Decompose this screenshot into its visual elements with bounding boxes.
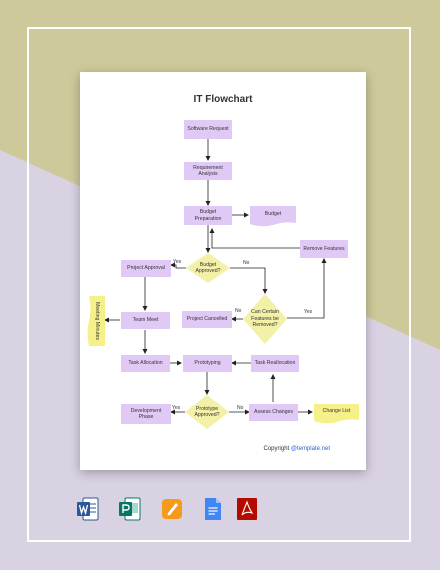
- word-icon[interactable]: [77, 496, 99, 522]
- note-change-list: Change List: [322, 408, 351, 415]
- decision-budget-approved-shape: [186, 253, 230, 283]
- note-change-list-shape: [314, 404, 359, 424]
- label-budget-no: No: [243, 260, 250, 266]
- copyright-link[interactable]: @template.net: [290, 446, 330, 452]
- node-development-phase: Development Phase: [121, 404, 171, 424]
- arrow-remove-features-to-budget-prep: [209, 228, 300, 249]
- node-task-allocation: Task Allocation: [121, 355, 170, 372]
- decision-budget-approved: Budget Approved?: [195, 261, 221, 275]
- node-assess-changes: Assess Changes: [249, 404, 298, 421]
- pdf-icon[interactable]: [236, 496, 258, 522]
- node-team-meet: Team Meet: [121, 312, 170, 329]
- note-budget-shape: [250, 206, 296, 227]
- label-features-yes: Yes: [304, 309, 313, 315]
- publisher-icon[interactable]: [119, 496, 141, 522]
- decision-prototype-approved-shape: [185, 395, 229, 429]
- decision-prototype-approved: Prototype Approved?: [194, 405, 220, 419]
- node-project-cancelled: Project Cancelled: [182, 311, 232, 328]
- label-features-no: No: [235, 308, 242, 314]
- copyright-text: Copyright: [263, 446, 290, 452]
- flowchart-connectors: [87, 139, 359, 429]
- arrow-features-yes-to-remove-features: [287, 258, 327, 319]
- meeting-minutes-label: Meeting Minutes: [94, 301, 101, 341]
- node-remove-features: Remove Features: [300, 240, 348, 258]
- decision-features-removable-shape: [243, 294, 287, 344]
- node-software-request: Software Request: [184, 120, 232, 139]
- google-docs-icon[interactable]: [202, 496, 224, 522]
- note-meeting-minutes: Meeting Minutes: [89, 296, 105, 346]
- node-task-reallocation: Task Reallocation: [251, 355, 299, 372]
- pages-icon[interactable]: [161, 496, 183, 522]
- label-prototype-no: No: [237, 405, 244, 411]
- page-title: IT Flowchart: [193, 94, 253, 105]
- copyright-notice: Copyright @template.net: [264, 446, 330, 452]
- note-meeting-minutes-shape: [87, 296, 105, 346]
- arrow-budget-yes-to-project-approval: [170, 262, 186, 269]
- document-page: IT Flowchart: [80, 72, 366, 470]
- label-budget-yes: Yes: [173, 259, 182, 265]
- node-budget-preparation: Budget Preparation: [184, 206, 232, 225]
- node-project-approval: Project Approval: [121, 260, 171, 277]
- node-requirement-analysis: Requirement Analysis: [184, 162, 232, 180]
- node-prototyping: Prototyping: [183, 355, 232, 372]
- arrow-budget-no-to-features: [230, 267, 268, 294]
- note-budget: Budget: [264, 210, 282, 217]
- decorative-frame: [27, 27, 411, 542]
- label-prototype-yes: Yes: [172, 405, 181, 411]
- decision-features-removable: Can Certain Features be Removed?: [251, 309, 279, 329]
